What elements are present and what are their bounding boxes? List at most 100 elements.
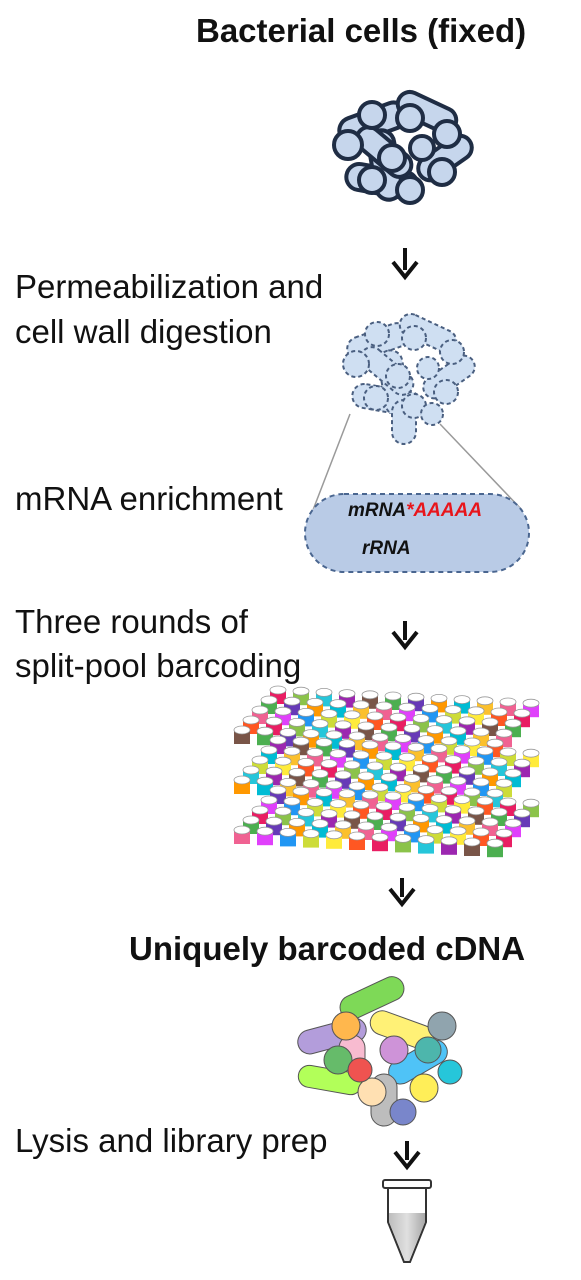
enriched-cell-inset (304, 493, 530, 573)
plate-well-rim (495, 828, 513, 838)
plate-well-rim (417, 735, 435, 744)
plate-well-rim (407, 692, 425, 702)
plate-well-rim (407, 742, 425, 752)
plate-well-rim (481, 767, 499, 777)
plate-well-rim (265, 716, 283, 726)
plate-well-rim (315, 788, 333, 797)
plate-well-rim (490, 707, 508, 717)
barcoded-round-cell (409, 1073, 439, 1103)
plate-well-rim (467, 806, 485, 816)
plate-well-rim (522, 748, 540, 758)
step-split-pool-label-line2: split-pool barcoding (15, 647, 302, 684)
plate-well-rim (256, 726, 274, 736)
barcoded-round-cell (347, 1057, 373, 1083)
plate-well-rim (251, 755, 269, 765)
plate-well-rim (269, 785, 287, 795)
plate-well-rim (417, 835, 435, 844)
plate-well-rim (407, 792, 425, 802)
plate-well-rim (242, 715, 260, 725)
plate-well-rim (302, 729, 320, 738)
plate-well-rim (306, 698, 324, 707)
plate-well-rim (320, 709, 338, 718)
plate-well-rim (251, 805, 269, 815)
plate-well-rim (348, 781, 366, 791)
plate-well-rim (297, 708, 315, 717)
step-permeabilization-label-line1: Permeabilization and (15, 268, 324, 305)
plate-well-rim (279, 828, 297, 837)
plate-well-rim (412, 814, 430, 823)
plate-well-rim (403, 824, 421, 833)
plate-well-rim (380, 772, 398, 782)
plate-well-rim (380, 822, 398, 832)
plate-well-rim (292, 686, 310, 696)
plate-well-rim (467, 756, 485, 766)
plate-well-rim (283, 746, 301, 756)
plate-well-rim (348, 831, 366, 841)
plate-well-rim (265, 816, 283, 826)
plate-well-rim (403, 724, 421, 733)
barcoded-round-cell (357, 1077, 387, 1107)
plate-well-rim (458, 766, 476, 776)
plate-well-rim (371, 732, 389, 742)
plate-well-rim (260, 745, 278, 755)
polya-tail-label: *AAAAA (406, 500, 483, 521)
plate-well-rim (338, 689, 356, 698)
plate-well-rim (352, 700, 370, 710)
plate-well-rim (380, 722, 398, 732)
barcoded-round-cell (379, 1035, 409, 1065)
plate-well-rim (495, 728, 513, 738)
plate-well-rim (334, 770, 352, 780)
plate-well-rim (375, 801, 393, 811)
plate-well-rim (233, 725, 251, 735)
plate-well-rim (265, 766, 283, 776)
plate-well-rim (269, 685, 287, 695)
plate-well-rim (325, 730, 343, 740)
step-fixed-cells-title: Bacterial cells (fixed) (196, 12, 527, 49)
plate-well-rim (274, 756, 292, 766)
plate-well-rim (463, 787, 481, 797)
plate-well-rim (449, 826, 467, 836)
plate-well-rim (486, 838, 504, 848)
plate-well-rim (292, 736, 310, 746)
plate-well-rim (453, 795, 471, 804)
plate-well-rim (490, 757, 508, 767)
plate-well-rim (384, 741, 402, 751)
plate-well-rim (467, 706, 485, 716)
plate-well-rim (329, 749, 347, 758)
plate-well-rim (315, 738, 333, 747)
plate-well-rim (444, 705, 462, 714)
plate-well-rim (269, 735, 287, 745)
plate-well-rim (306, 748, 324, 757)
plate-well-rim (453, 695, 471, 704)
plate-well-rim (486, 788, 504, 798)
plate-well-rim (440, 786, 458, 796)
plate-well-rim (274, 706, 292, 716)
plate-well-rim (256, 776, 274, 786)
plate-well-rim (297, 758, 315, 767)
plate-well-rim (389, 812, 407, 822)
plate-well-rim (357, 721, 375, 731)
plate-well-rim (242, 815, 260, 825)
plate-well-rim (463, 737, 481, 747)
plate-well-rim (430, 794, 448, 803)
plate-well-rim (375, 751, 393, 761)
plate-well-rim (513, 758, 531, 768)
step-barcoded-cdna-title: Uniquely barcoded cDNA (129, 930, 526, 967)
plate-well-rim (348, 731, 366, 741)
plate-well-rim (435, 765, 453, 774)
barcoded-round-cell (414, 1036, 442, 1064)
step-lysis-label: Lysis and library prep (15, 1122, 328, 1159)
plate-well-rim (315, 688, 333, 697)
plate-well-rim (329, 799, 347, 808)
plate-well-rim (302, 829, 320, 838)
plate-well-rim (384, 691, 402, 701)
plate-well-rim (288, 768, 306, 777)
plate-well-rim (417, 785, 435, 794)
barcoded-round-cell (427, 1011, 457, 1041)
plate-well-rim (311, 769, 329, 778)
plate-well-rim (430, 744, 448, 753)
plate-well-rim (389, 762, 407, 772)
plate-well-rim (361, 740, 379, 750)
plate-well-rim (421, 804, 439, 813)
plate-well-rim (426, 725, 444, 734)
